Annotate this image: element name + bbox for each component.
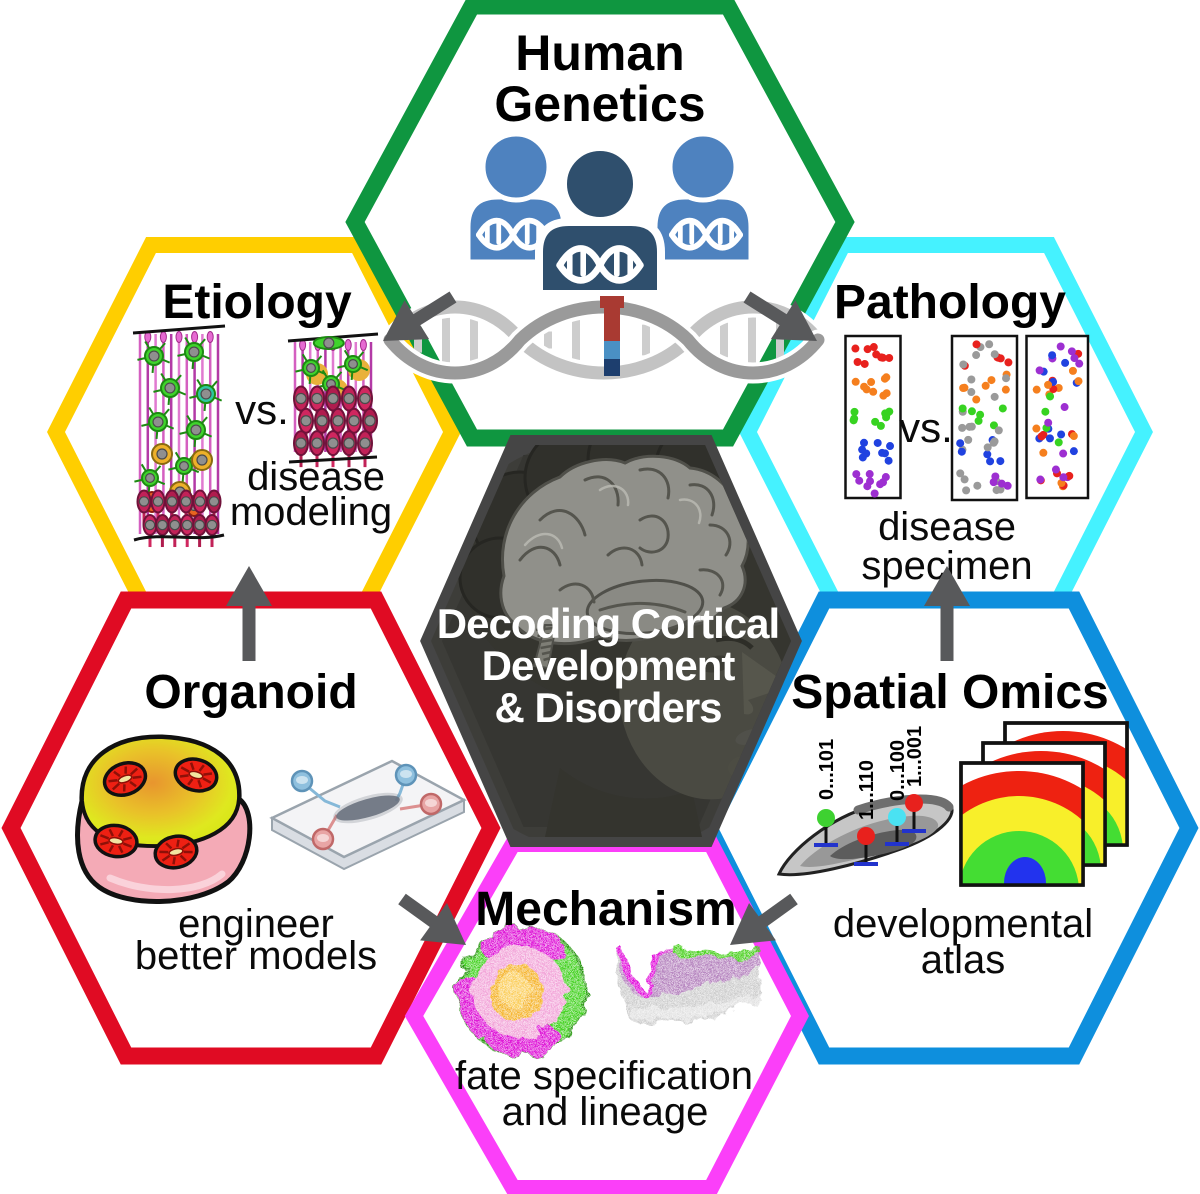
pin-barcode-label-4: 1...001: [904, 726, 926, 787]
cortical-tissue-illustration: [132, 324, 379, 548]
hexagon-organoid: Organoid engineer better models: [1, 591, 501, 1065]
flow-arrows: [226, 291, 970, 945]
arrow-genetics-to-etiology: [383, 291, 457, 341]
center-title-line3: & Disorders: [494, 684, 721, 731]
atlas-map-stack-illustration: [959, 721, 1129, 887]
hexagon-mechanism: Mechanism fate specification and lineage: [404, 836, 810, 1194]
arrow-spatialomics-to-pathology: [924, 566, 970, 661]
pathology-caption-line1: disease: [878, 505, 1016, 549]
mechanism-title: Mechanism: [475, 883, 736, 936]
spatial-omics-caption-line1: developmental: [833, 902, 1093, 946]
tissue-slab-pins-illustration: [776, 794, 954, 877]
etiology-caption-line2: modeling: [230, 490, 392, 534]
etiology-vs-label: vs.: [235, 386, 289, 433]
hexagon-human-genetics: Human Genetics: [345, 0, 855, 447]
etiology-caption-line1: disease: [247, 455, 385, 499]
mechanism-caption-line1: fate specification: [455, 1054, 753, 1098]
arrow-genetics-to-pathology: [743, 291, 817, 341]
spatial-omics-caption-line2: atlas: [921, 938, 1006, 982]
dna-double-helix-icon: [379, 296, 829, 384]
hexagon-etiology: Etiology vs. disease modeling: [47, 237, 461, 627]
organoid-caption-line2: better models: [135, 934, 377, 978]
human-genetics-title-line2: Genetics: [494, 76, 705, 132]
etiology-title: Etiology: [162, 276, 352, 329]
organoid-title: Organoid: [144, 666, 357, 719]
mechanism-caption-line2: and lineage: [502, 1090, 709, 1134]
center-title-line1: Decoding Cortical: [437, 600, 779, 647]
human-genetics-title-line1: Human: [515, 25, 684, 81]
organoid-caption-line1: engineer: [178, 902, 334, 946]
arrow-organoid-to-etiology: [226, 566, 272, 661]
arrow-organoid-to-mechanism: [398, 893, 466, 945]
pin-barcode-label-2: 1...110: [856, 760, 878, 820]
pathology-vs-label: vs.: [899, 404, 953, 451]
center-title-line2: Development: [482, 642, 736, 689]
pointcloud-illustrations: [456, 925, 764, 1057]
pin-barcode-label-1: 0...101: [816, 739, 838, 800]
arrow-spatialomics-to-mechanism: [730, 893, 798, 945]
microfluidic-chip-icon: [269, 759, 467, 871]
cell-dot-panels-illustration: [844, 334, 1090, 502]
hexagon-pathology: Pathology vs. disease specimen: [739, 237, 1153, 627]
pin-barcode-label-3: 0...100: [887, 740, 909, 801]
people-group-icon: [465, 131, 754, 298]
organoid-cross-section-illustration: [75, 734, 253, 904]
pathology-title: Pathology: [834, 276, 1066, 329]
spatial-omics-title: Spatial Omics: [791, 666, 1108, 719]
hexagon-spatial-omics: 0...101 1...110 0...100 1...001 Spatial …: [699, 591, 1199, 1065]
